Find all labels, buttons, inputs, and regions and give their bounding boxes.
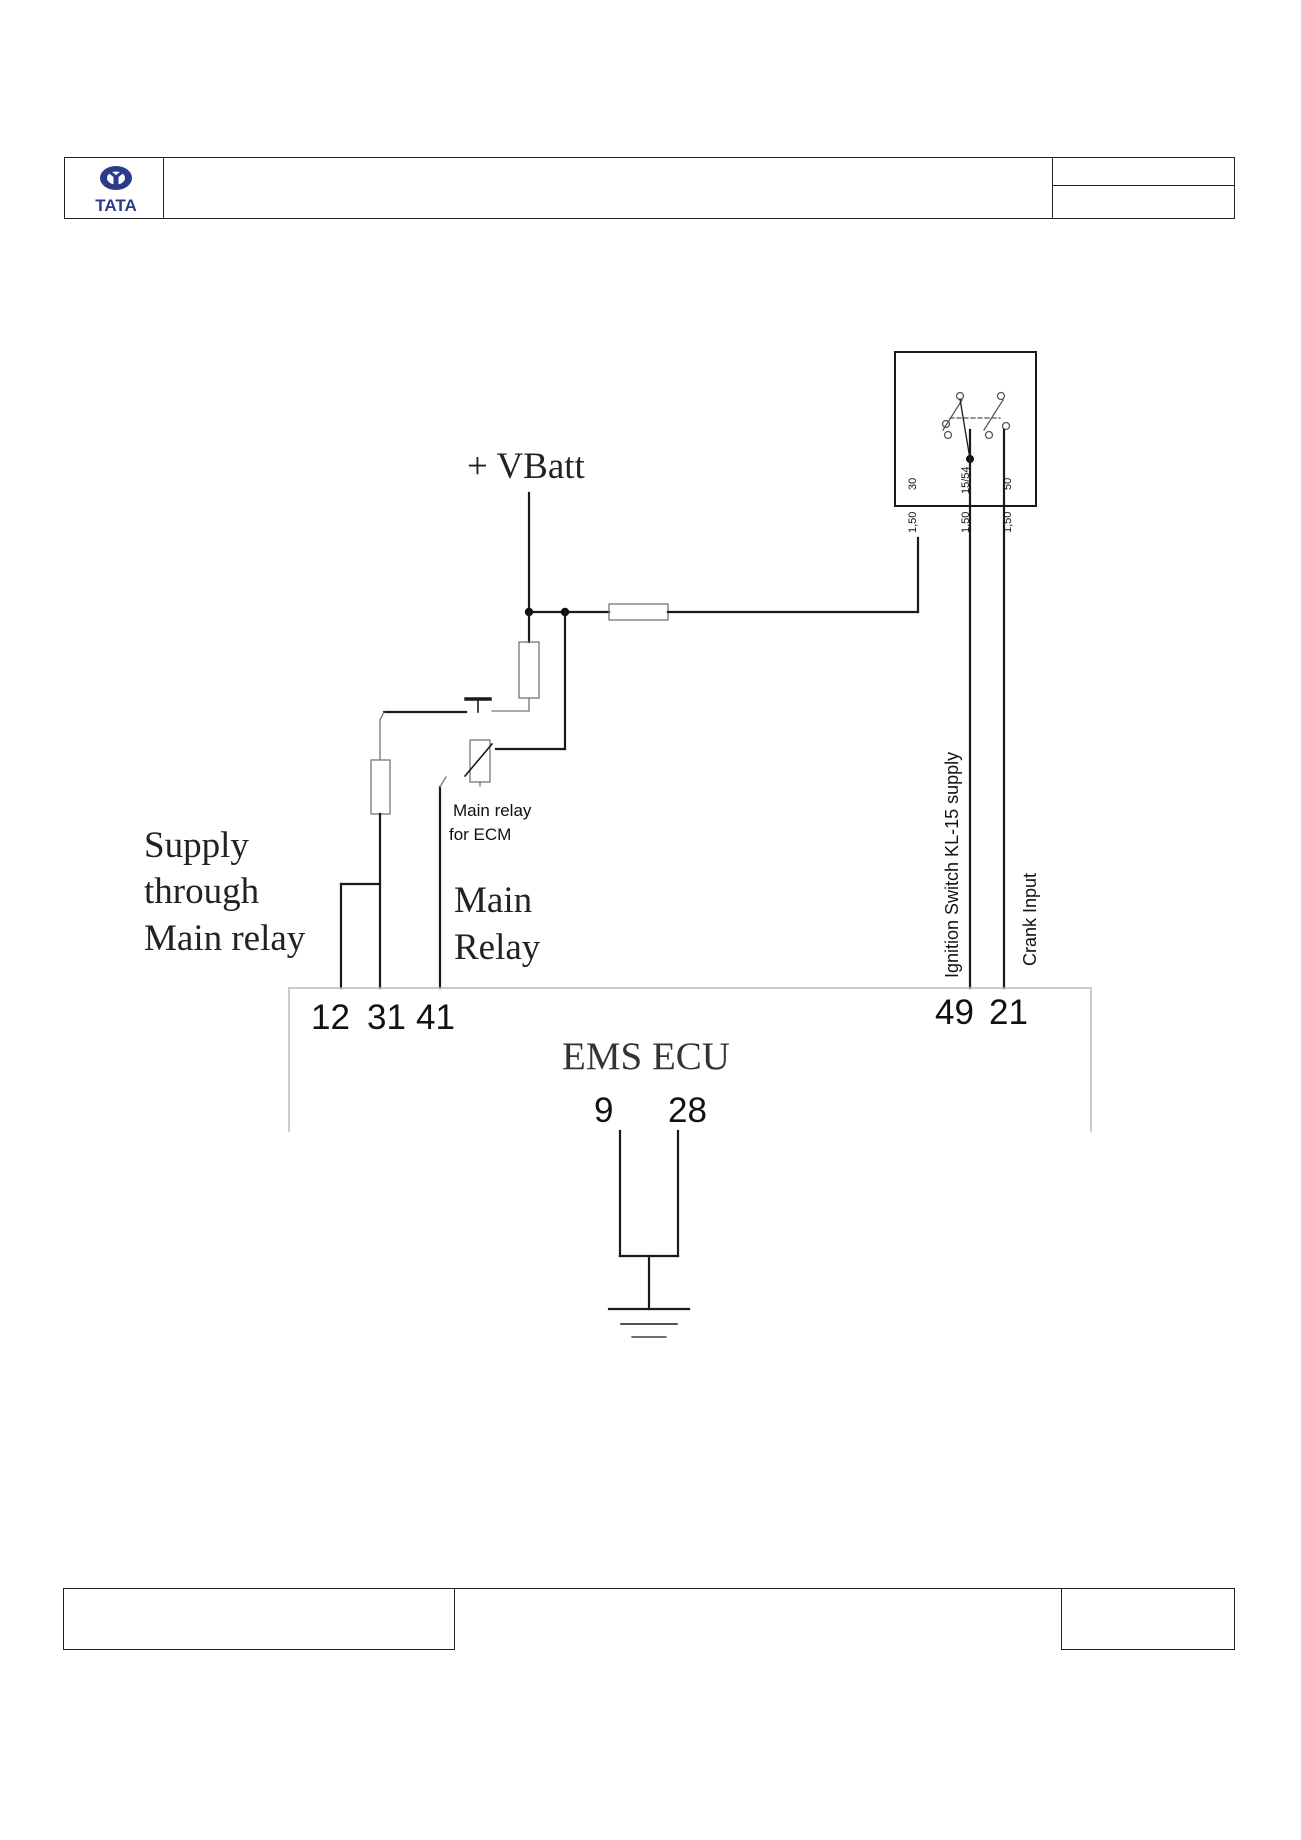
terminal-30-label: 30: [907, 478, 919, 490]
footer-left-cell: [63, 1588, 455, 1650]
terminal-50-label: 50: [1002, 478, 1014, 490]
relay-caption-line-2: for ECM: [449, 825, 511, 844]
logo-cell: TATA: [65, 158, 164, 218]
tata-logo: TATA: [95, 166, 137, 215]
wire-size-label: 1,50: [960, 512, 972, 533]
document-header: TATA: [64, 157, 1235, 219]
wire-size-label: 1,50: [907, 512, 919, 533]
supply-label-line-1: Supply: [144, 825, 249, 866]
relay-fuse-icon: [518, 641, 540, 699]
supply-label-line-2: through: [144, 871, 260, 912]
pin-9: 9: [594, 1091, 613, 1130]
pin-41: 41: [416, 998, 455, 1037]
ignition-switch-contacts-icon: [941, 391, 1011, 440]
main-relay-icon: [463, 697, 494, 787]
ems-ecu-box: [288, 987, 1092, 1132]
logo-wordmark: TATA: [95, 196, 137, 215]
footer-top-rule: [455, 1588, 1061, 1589]
terminal-15-54-label: 15/54: [960, 466, 972, 494]
crank-input-label: Crank Input: [1020, 873, 1040, 966]
ecu-title: EMS ECU: [562, 1035, 730, 1078]
vbatt-label: + VBatt: [467, 446, 586, 487]
supply-label-line-3: Main relay: [144, 918, 306, 959]
pin-31: 31: [367, 998, 406, 1037]
tata-emblem-icon: [100, 166, 132, 190]
pin-28: 28: [668, 1091, 707, 1130]
fuse-icon: [608, 603, 669, 621]
header-info-cell: [1052, 158, 1234, 218]
pin-49: 49: [935, 993, 974, 1032]
footer-right-cell: [1061, 1588, 1235, 1650]
pin-21: 21: [989, 993, 1028, 1032]
main-relay-label-line-2: Relay: [454, 927, 541, 968]
ground-icon: [607, 1307, 691, 1338]
pin-12: 12: [311, 998, 350, 1037]
ignition-switch-label: Ignition Switch KL-15 supply: [942, 752, 962, 978]
document-footer: [63, 1588, 1235, 1650]
ignition-switch-box: [894, 351, 1037, 507]
header-info-divider: [1053, 185, 1234, 186]
relay-caption-line-1: Main relay: [453, 801, 532, 820]
supply-fuse-icon: [370, 759, 391, 815]
wire-size-label: 1,50: [1002, 512, 1014, 533]
main-relay-label-line-1: Main: [454, 880, 532, 921]
